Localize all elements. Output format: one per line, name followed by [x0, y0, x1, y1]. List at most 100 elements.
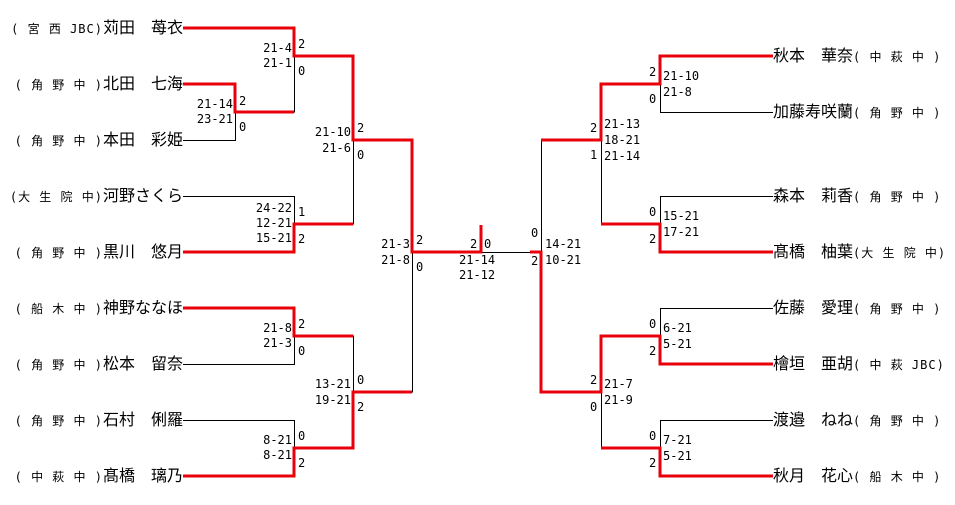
line-r-akimoto [541, 54, 773, 142]
score-l-r1d-1: 8-21 [263, 433, 292, 447]
player-name: 本田 彩姫 [102, 130, 183, 149]
player-right-2: 加藤寿咲蘭( 角 野 中 ) [773, 102, 941, 122]
line-l-kitada [183, 82, 294, 114]
player-name: 黒川 悠月 [102, 242, 183, 261]
score-r-qf-top-3: 21-14 [604, 149, 641, 163]
line-l-kanda [183, 26, 483, 254]
player-school: ( 中 萩 中 ) [14, 470, 103, 484]
player-name: 森本 莉香 [773, 186, 854, 205]
games-r-qf-bot-1: 2 [590, 373, 598, 387]
games-r-sf-2: 2 [531, 254, 539, 268]
player-right-1: 秋本 華奈( 中 萩 中 ) [773, 46, 941, 66]
score-l-r1b-3: 15-21 [255, 231, 292, 245]
line-r-morimoto [660, 196, 773, 224]
games-l-r1b-2: 2 [298, 232, 306, 246]
player-name: 秋月 花心 [773, 466, 854, 485]
line-l-jinno [183, 306, 353, 338]
player-school: (大 生 院 中) [9, 190, 103, 204]
score-r-qf-top-2: 18-21 [604, 133, 641, 147]
score-r-sf-2: 10-21 [545, 253, 582, 267]
player-school: ( 中 萩 中 ) [853, 50, 942, 64]
player-left-7: ( 角 野 中 )松本 留奈 [0, 354, 183, 374]
score-r-r1c-1: 6-21 [663, 321, 692, 335]
score-l-qf-top-1: 21-10 [314, 125, 351, 139]
line-l-ishimura [183, 420, 295, 448]
games-l-qf-top-1: 2 [357, 121, 365, 135]
player-name: 松本 留奈 [102, 354, 183, 373]
score-r-sf-1: 14-21 [545, 237, 582, 251]
player-left-6: ( 船 木 中 )神野ななほ [0, 298, 183, 318]
player-name: 石村 俐羅 [102, 410, 183, 429]
player-right-4: 髙橋 柚葉(大 生 院 中) [773, 242, 946, 262]
player-left-5: ( 角 野 中 )黒川 悠月 [0, 242, 183, 262]
player-school: ( 角 野 中 ) [14, 246, 103, 260]
player-name: 北田 七海 [102, 74, 183, 93]
player-left-1: ( 宮 西 JBC)苅田 苺衣 [0, 18, 183, 38]
player-right-3: 森本 莉香( 角 野 中 ) [773, 186, 941, 206]
line-r-sato [660, 308, 773, 336]
score-r-r1d-1: 7-21 [663, 433, 692, 447]
line-l-honda [183, 112, 236, 141]
score-l-r1a-1: 21-4 [263, 41, 292, 55]
games-l-r0-2: 0 [239, 120, 247, 134]
player-school: ( 角 野 中 ) [853, 414, 942, 428]
score-l-qf-bot-1: 13-21 [314, 377, 351, 391]
games-l-qf-bot-1: 0 [357, 373, 365, 387]
games-r-r1a-2: 0 [649, 92, 657, 106]
player-name: 佐藤 愛理 [773, 298, 854, 317]
score-r-r1b-1: 15-21 [663, 209, 700, 223]
games-final-2: 0 [484, 237, 492, 251]
player-school: ( 角 野 中 ) [14, 134, 103, 148]
player-school: (大 生 院 中) [853, 246, 947, 260]
score-l-r1c-2: 21-3 [263, 336, 292, 350]
games-l-r1d-2: 2 [298, 456, 306, 470]
player-left-9: ( 中 萩 中 )髙橋 璃乃 [0, 466, 183, 486]
games-r-qf-top-1: 2 [590, 121, 598, 135]
player-school: ( 角 野 中 ) [14, 358, 103, 372]
score-l-qf-top-2: 21-6 [322, 141, 351, 155]
player-school: ( 角 野 中 ) [14, 78, 103, 92]
player-school: ( 角 野 中 ) [14, 414, 103, 428]
line-r-takahashi-yuzuha [601, 222, 773, 254]
player-name: 髙橋 璃乃 [102, 466, 183, 485]
games-l-qf-top-2: 0 [357, 148, 365, 162]
score-r-r1b-2: 17-21 [663, 225, 700, 239]
games-r-r1b-2: 2 [649, 232, 657, 246]
games-l-qf-bot-2: 2 [357, 400, 365, 414]
score-l-r1b-1: 24-22 [255, 201, 292, 215]
line-r-higaki [530, 250, 773, 394]
games-r-r1d-1: 0 [649, 429, 657, 443]
score-r-qf-bot-2: 21-9 [604, 393, 633, 407]
player-school: ( 角 野 中 ) [853, 106, 942, 120]
score-r-qf-bot-1: 21-7 [604, 377, 633, 391]
score-r-r1a-1: 21-10 [663, 69, 700, 83]
games-l-r0-1: 2 [239, 94, 247, 108]
games-l-r1c-1: 2 [298, 317, 306, 331]
player-right-7: 渡邉 ねね( 角 野 中 ) [773, 410, 941, 430]
score-l-r1a-2: 21-1 [263, 56, 292, 70]
score-r-qf-top-1: 21-13 [604, 117, 641, 131]
line-l-matsumoto [183, 336, 295, 365]
score-final-1: 21-14 [459, 253, 496, 267]
line-l-sf-bottom [353, 252, 413, 393]
player-school: ( 角 野 中 ) [853, 302, 942, 316]
line-r-watanabe [660, 420, 773, 448]
games-l-sf-2: 0 [416, 260, 424, 274]
games-r-r1a-1: 2 [649, 65, 657, 79]
games-r-r1d-2: 2 [649, 456, 657, 470]
games-l-r1b-1: 1 [298, 205, 306, 219]
player-school: ( 船 木 中 ) [14, 302, 103, 316]
player-name: 河野さくら [102, 186, 183, 205]
player-school: ( 中 萩 JBC) [853, 358, 945, 372]
player-left-2: ( 角 野 中 )北田 七海 [0, 74, 183, 94]
score-l-r1b-2: 12-21 [255, 216, 292, 230]
score-l-r1c-1: 21-8 [263, 321, 292, 335]
player-left-8: ( 角 野 中 )石村 俐羅 [0, 410, 183, 430]
games-l-sf-1: 2 [416, 233, 424, 247]
line-r-akizuki [601, 446, 773, 478]
games-l-r1c-2: 0 [298, 344, 306, 358]
score-r-r1d-2: 5-21 [663, 449, 692, 463]
player-name: 神野ななほ [102, 298, 183, 317]
player-school: ( 角 野 中 ) [853, 190, 942, 204]
